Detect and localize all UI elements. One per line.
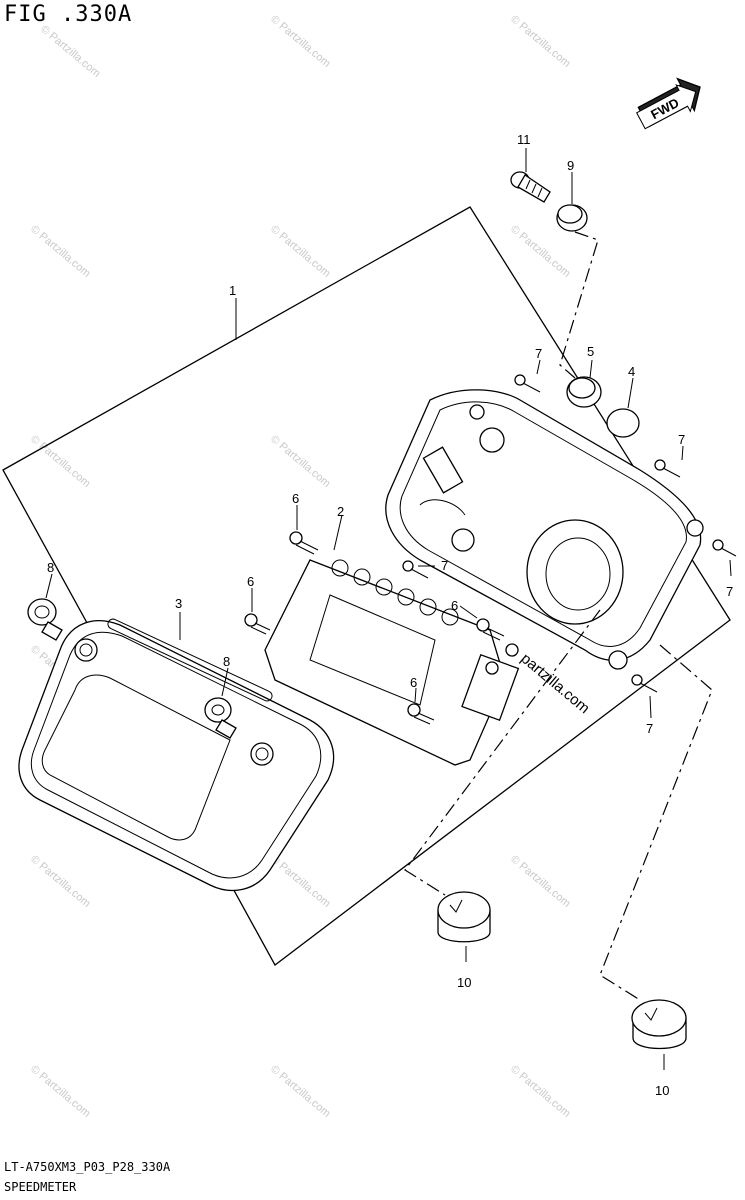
watermark-text: © Partzilla.com: [268, 1063, 332, 1120]
callout-6: 6: [292, 491, 299, 506]
screw-8a: [27, 598, 63, 641]
meter-case: [385, 389, 704, 670]
screw-6: [289, 531, 319, 555]
watermark-text: © Partzilla.com: [508, 223, 572, 280]
callout-7: 7: [726, 584, 733, 599]
watermark-text: © Partzilla.com: [508, 1063, 572, 1120]
callout-2: 2: [337, 504, 344, 519]
watermark-text: © Partzilla.com: [268, 223, 332, 280]
watermark-text: © Partzilla.com: [28, 1063, 92, 1120]
callout-11: 11: [517, 132, 531, 147]
diagram-code: LT-A750XM3_P03_P28_330A: [4, 1160, 171, 1174]
meter-inner-unit: [264, 559, 520, 766]
cushion-10b: [631, 999, 687, 1050]
callout-leaders: [45, 148, 732, 1070]
callout-10: 10: [655, 1083, 669, 1098]
screw-7: [654, 459, 681, 478]
bolt-11: [510, 171, 551, 203]
callout-9: 9: [567, 158, 574, 173]
screw-8b: [204, 697, 237, 739]
watermark-logo-text: partzilla.com: [517, 650, 592, 717]
callout-6: 6: [410, 675, 417, 690]
screw-7: [712, 539, 737, 557]
callout-7: 7: [441, 558, 448, 573]
callout-7: 7: [646, 721, 653, 736]
assembly-line: [404, 609, 601, 896]
callout-4: 4: [628, 364, 635, 379]
screw-6: [476, 618, 505, 641]
assembly-line: [599, 644, 713, 1001]
grommet-5: [566, 376, 602, 408]
cushion-10a: [437, 891, 491, 943]
callout-7: 7: [535, 346, 542, 361]
screw-7: [631, 674, 658, 693]
watermark-text: © Partzilla.com: [268, 13, 332, 70]
callout-8: 8: [47, 560, 54, 575]
screw-7: [514, 374, 541, 393]
fwd-arrow-icon: FWD: [636, 77, 701, 130]
figure-title: FIG .330A: [4, 2, 133, 27]
assembly-line: [559, 231, 599, 379]
watermark-text: © Partzilla.com: [268, 853, 332, 910]
callout-labels: 1 2 3 4 5 6 6 6 6 7 7 7 7 7 8 8 9 10 10 …: [47, 132, 733, 1098]
watermark-text: © Partzilla.com: [28, 433, 92, 490]
callout-10: 10: [457, 975, 471, 990]
diagram-name: SPEEDMETER: [4, 1180, 77, 1194]
meter-cover: [18, 618, 335, 892]
watermark-text: © Partzilla.com: [508, 853, 572, 910]
screw-6: [407, 703, 435, 725]
screw-7: [402, 560, 429, 579]
screw-6: [244, 613, 271, 635]
callout-6: 6: [451, 598, 458, 613]
watermark-text: © Partzilla.com: [268, 433, 332, 490]
watermark-text: © Partzilla.com: [38, 23, 102, 80]
watermark-text: © Partzilla.com: [508, 13, 572, 70]
callout-5: 5: [587, 344, 594, 359]
watermark-text: © Partzilla.com: [28, 223, 92, 280]
callout-7: 7: [678, 432, 685, 447]
callout-6: 6: [247, 574, 254, 589]
callout-8: 8: [223, 654, 230, 669]
callout-1: 1: [229, 283, 236, 298]
grommet-9: [556, 204, 588, 232]
callout-3: 3: [175, 596, 182, 611]
watermark-text: © Partzilla.com: [28, 853, 92, 910]
